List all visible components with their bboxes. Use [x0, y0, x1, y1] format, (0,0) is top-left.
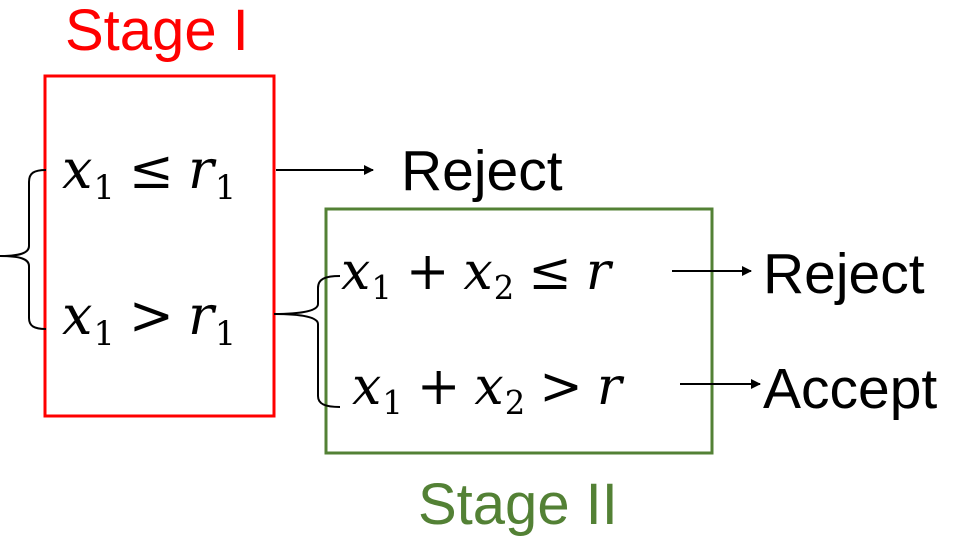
var: x	[352, 357, 382, 417]
stage2-label: Stage II	[418, 472, 618, 537]
stage1-label: Stage I	[65, 0, 249, 63]
operator: ≤	[528, 242, 572, 302]
plus: +	[416, 357, 461, 417]
var: x	[62, 284, 93, 347]
brace-stage1	[0, 169, 47, 330]
condition-sum-le-r: x1+x2≤r	[341, 246, 611, 304]
operator: >	[539, 357, 583, 417]
subscript: 1	[214, 167, 237, 207]
subscript: 2	[493, 269, 515, 308]
rhs: r	[596, 357, 622, 417]
rhs: r	[188, 138, 214, 201]
plus: +	[405, 242, 450, 302]
outcome-reject-stage1: Reject	[401, 139, 563, 203]
var: x	[341, 242, 371, 302]
operator: >	[128, 284, 175, 347]
outcome-accept-stage2: Accept	[763, 357, 938, 421]
subscript: 1	[371, 269, 392, 308]
var: x	[62, 138, 93, 201]
subscript: 1	[214, 313, 237, 353]
outcome-reject-stage2: Reject	[763, 242, 925, 306]
var: x	[463, 242, 493, 302]
stage2-box	[324, 207, 714, 455]
condition-x1-le-r1: x1≤r1	[62, 143, 236, 204]
operator: ≤	[128, 138, 175, 201]
subscript: 1	[93, 313, 115, 353]
rhs: r	[585, 242, 611, 302]
brace-stage2	[273, 275, 341, 408]
condition-x1-gt-r1: x1>r1	[62, 289, 236, 350]
stage1-box	[43, 74, 276, 418]
var: x	[474, 357, 504, 417]
subscript: 2	[504, 384, 526, 423]
subscript: 1	[382, 384, 403, 423]
condition-sum-gt-r: x1+x2>r	[352, 361, 622, 419]
rhs: r	[188, 284, 214, 347]
subscript: 1	[93, 167, 115, 207]
